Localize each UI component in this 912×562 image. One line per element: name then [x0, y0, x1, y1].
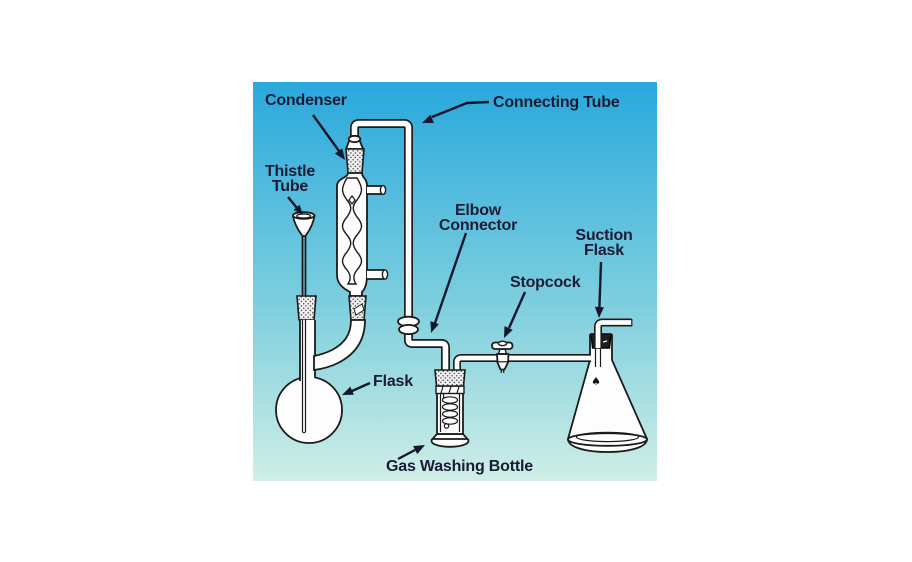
label-elbow-connector-line1: Elbow: [454, 202, 502, 219]
suction-flask-drawing: ♠: [567, 318, 648, 453]
thistle-tube-arrow: [287, 196, 303, 215]
label-suction-flask-line2: Flask: [584, 242, 624, 259]
stopcock-drawing: [491, 340, 514, 373]
label-connecting-tube: Connecting Tube: [493, 94, 620, 111]
label-thistle-tube-line2: Tube: [271, 178, 309, 195]
label-suction-flask: Suction Flask: [574, 227, 634, 259]
pointer-arrows: [287, 100, 604, 461]
gas-outlet-tube-drawing: [453, 354, 591, 374]
condenser-arrow: [312, 114, 345, 160]
condenser-drawing: [336, 134, 389, 321]
label-flask: Flask: [373, 373, 413, 390]
flask-arrow: [342, 381, 371, 395]
elbow-connector-drawing: [397, 315, 450, 374]
stopcock-arrow: [504, 291, 527, 338]
suction-flask-arrow: [594, 261, 604, 318]
connecting-tube-arrow: [422, 100, 490, 123]
apparatus-diagram: ♠: [253, 82, 657, 481]
gas-washing-bottle-drawing: [430, 369, 470, 448]
apparatus-drawing: ♠: [275, 100, 648, 461]
suction-flask-mark: ♠: [591, 375, 601, 388]
connecting-tube-drawing: [350, 119, 413, 319]
label-gas-washing-bottle: Gas Washing Bottle: [386, 458, 533, 475]
thistle-tube-drawing: [291, 211, 317, 321]
label-elbow-connector-line2: Connector: [438, 217, 518, 234]
label-stopcock: Stopcock: [510, 274, 581, 291]
flask-drawing: [275, 319, 366, 444]
label-thistle-tube-line1: Thistle: [264, 163, 316, 180]
elbow-connector-arrow: [430, 232, 468, 333]
label-condenser: Condenser: [265, 92, 347, 109]
label-thistle-tube: Thistle Tube: [261, 163, 319, 195]
label-elbow-connector: Elbow Connector: [433, 202, 523, 234]
label-suction-flask-line1: Suction: [575, 227, 633, 244]
gas-washing-bottle-arrow: [397, 445, 425, 461]
